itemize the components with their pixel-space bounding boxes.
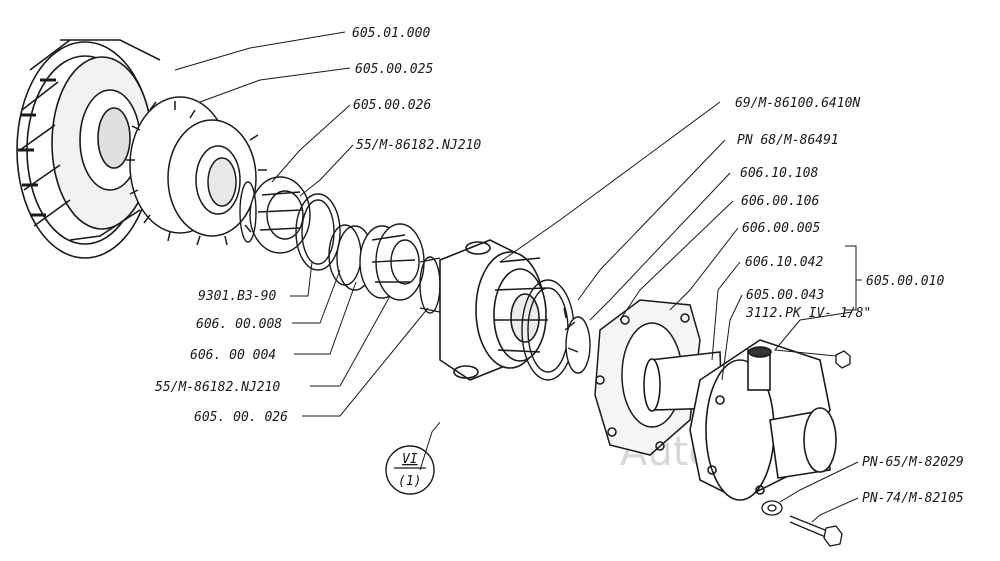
- label-pn68: PN 68/M-86491: [737, 133, 839, 148]
- label-606-00-008: 606. 00.008: [196, 317, 282, 332]
- roller-bearing-part: [239, 176, 311, 254]
- label-606-00-106: 606.00.106: [741, 194, 819, 209]
- washer-part: [761, 500, 783, 516]
- label-606-10-042: 606.10.042: [745, 255, 823, 270]
- leader-lines: [174, 31, 862, 523]
- sleeve-part: [419, 256, 441, 314]
- label-605-00-025: 605.00.025: [355, 62, 433, 77]
- label-pn65: PN-65/M-82029: [862, 455, 964, 470]
- ball-bearing-part: [521, 279, 591, 381]
- double-gear-part: [126, 96, 267, 246]
- label-69-m: 69/M-86100.6410N: [735, 96, 860, 111]
- snap-ring-part: [295, 193, 341, 271]
- label-605-00-010: 605.00.010: [866, 274, 944, 289]
- label-605-01-000: 605.01.000: [352, 26, 430, 41]
- label-nj210-bottom: 55/M-86182.NJ210: [155, 380, 280, 395]
- label-nj210-top: 55/M-86182.NJ210: [356, 138, 481, 153]
- bearing-housing-part: [439, 239, 548, 381]
- label-pn74: PN-74/M-82105: [862, 491, 964, 506]
- spacer-rings-part: [328, 223, 425, 301]
- view-marker: VI (1): [385, 445, 435, 495]
- plug-part: [835, 350, 851, 369]
- label-606-10-108: 606.10.108: [740, 166, 818, 181]
- label-605-00-026-top: 605.00.026: [353, 98, 431, 113]
- end-cover-part: [643, 339, 837, 501]
- bolt-part: [789, 515, 843, 547]
- label-3112: 3112.PK IV- 1/8": [745, 306, 871, 321]
- view-marker-numerator: VI: [402, 452, 418, 467]
- label-9301: 9301.B3-90: [198, 289, 276, 304]
- label-605-00-026-bottom: 605. 00. 026: [194, 410, 288, 425]
- label-606-00-005: 606.00.005: [742, 221, 820, 236]
- label-606-00-004: 606. 00 004: [190, 348, 276, 363]
- view-marker-denominator: (1): [398, 474, 421, 489]
- label-605-00-043: 605.00.043: [746, 288, 824, 303]
